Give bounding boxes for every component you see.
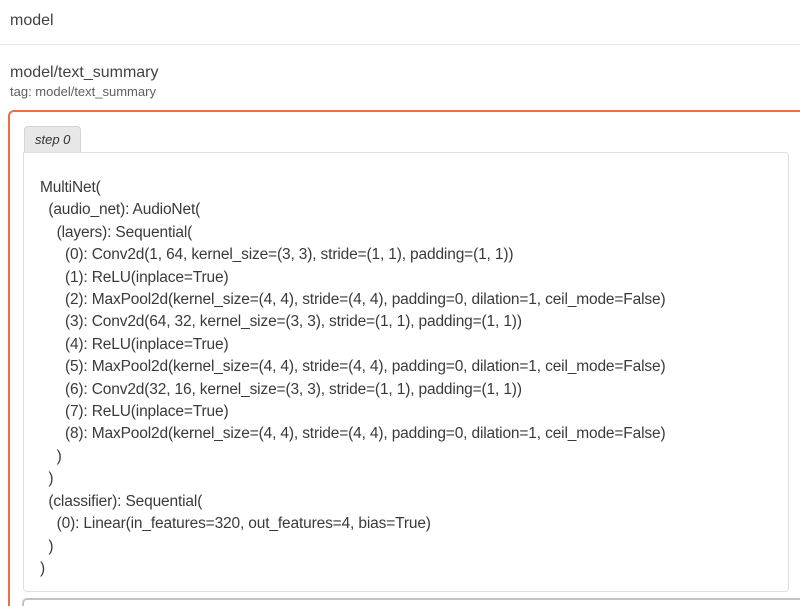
text-summary-card: step 0 MultiNet( (audio_net): AudioNet( … xyxy=(8,110,800,606)
next-summary-box xyxy=(22,598,800,606)
tag-subtitle: tag: model/text_summary xyxy=(10,84,156,99)
step-badge: step 0 xyxy=(24,126,82,152)
run-group-title[interactable]: model xyxy=(10,12,54,29)
model-summary-text: MultiNet( (audio_net): AudioNet( (layers… xyxy=(40,179,666,577)
header-divider xyxy=(0,44,800,45)
tag-title: model/text_summary xyxy=(10,64,159,81)
markdown-container[interactable]: MultiNet( (audio_net): AudioNet( (layers… xyxy=(23,152,789,592)
